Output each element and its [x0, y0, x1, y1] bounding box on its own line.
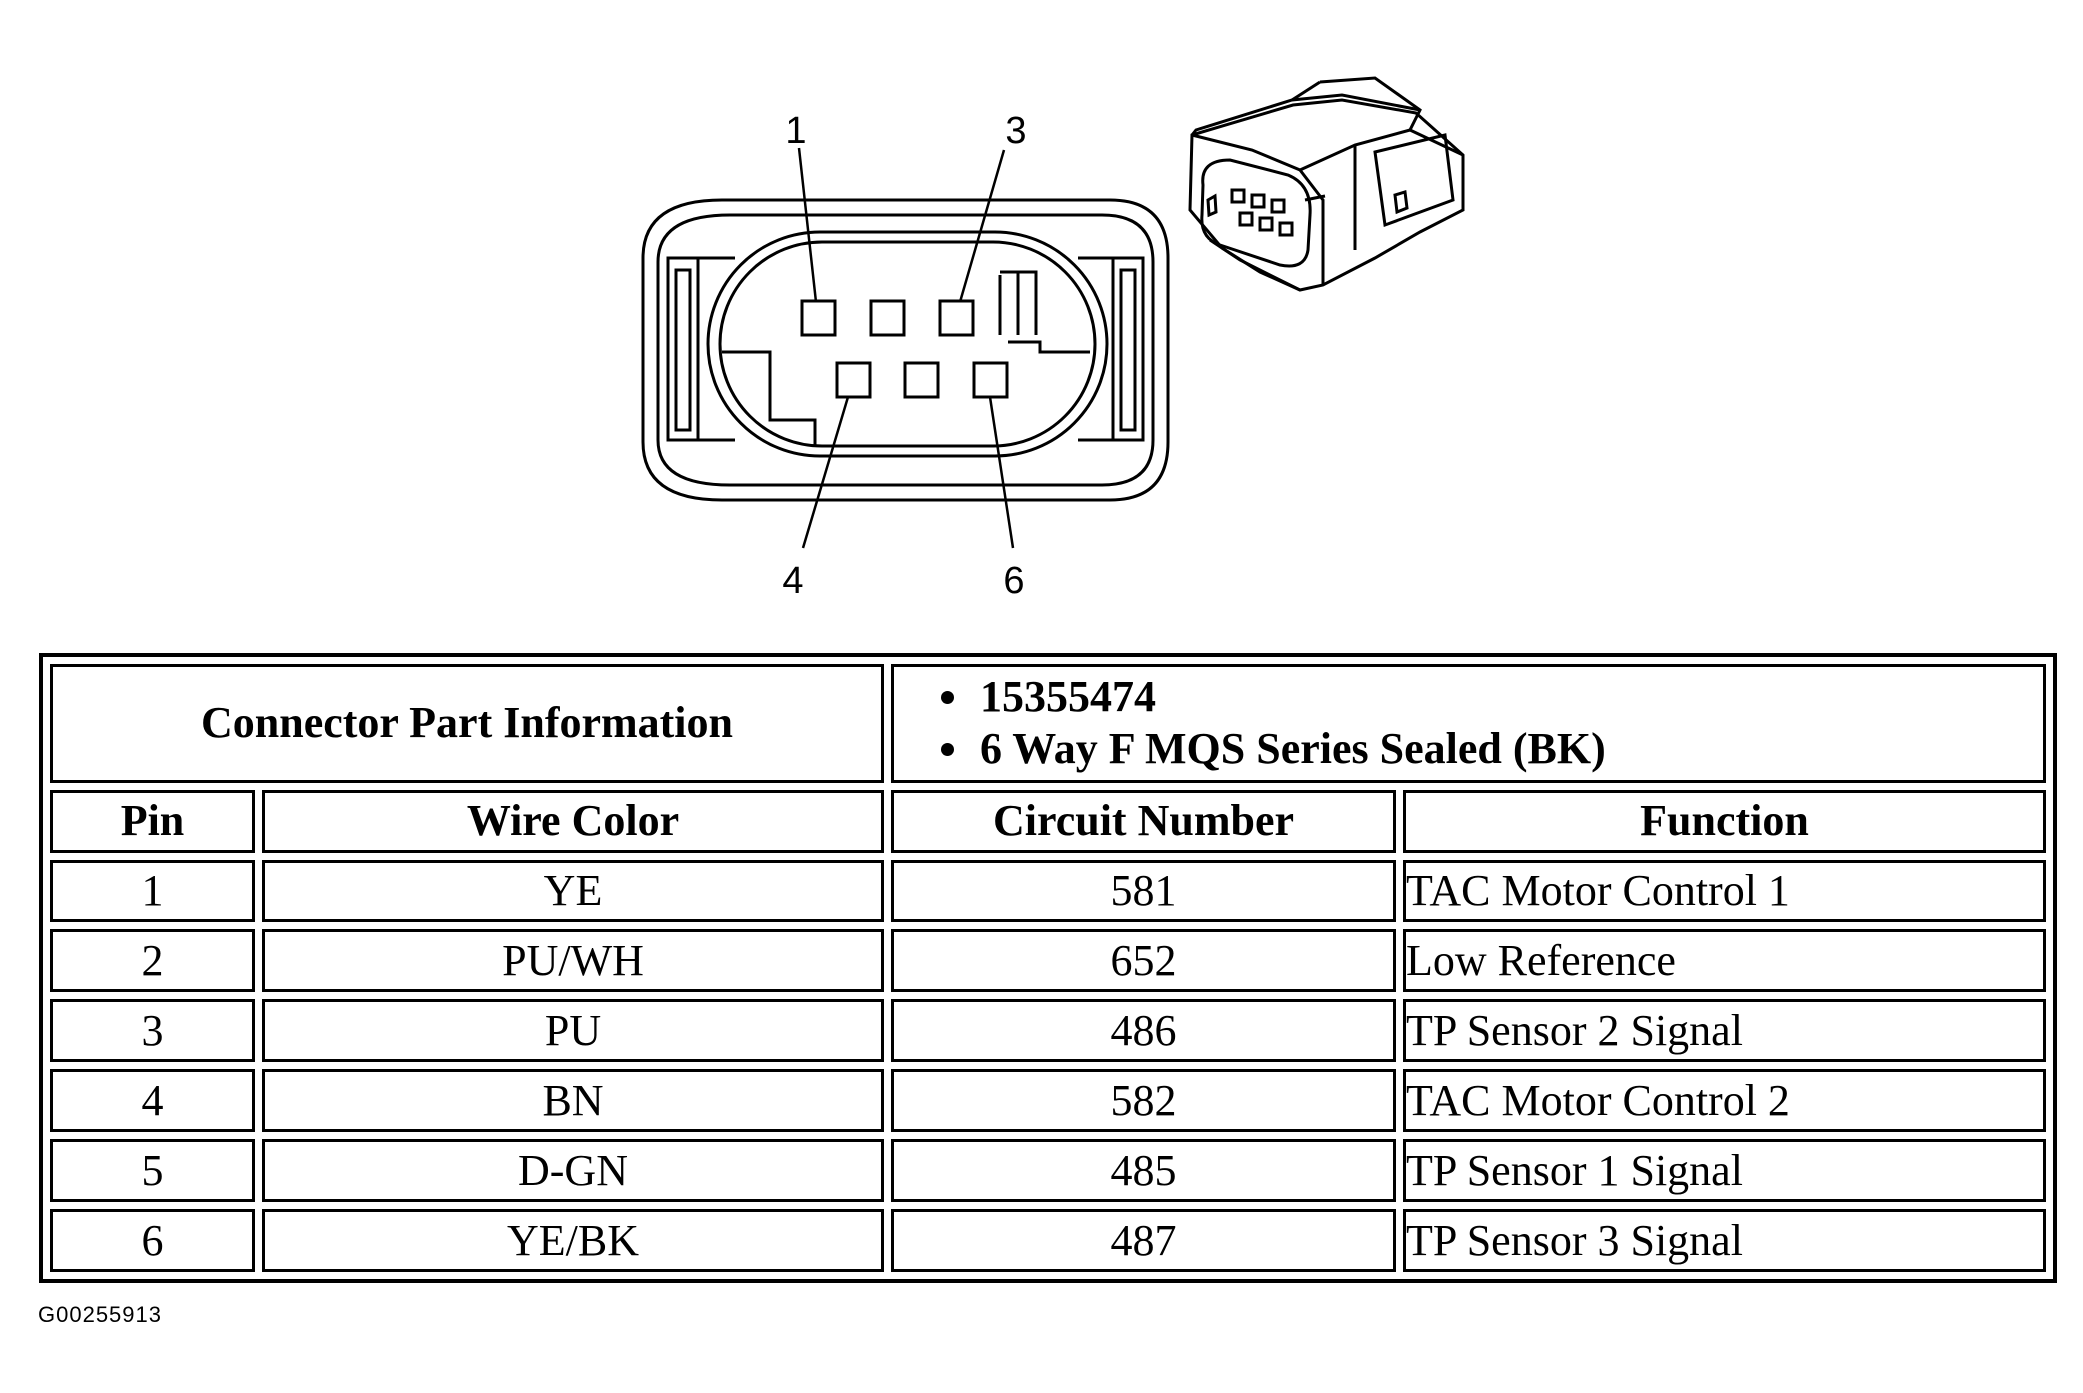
- function-cell: Low Reference: [1403, 929, 2047, 993]
- table-row: 6 YE/BK 487 TP Sensor 3 Signal: [50, 1209, 2047, 1272]
- connector-face-drawing: [641, 198, 1170, 502]
- pin-callout-4: 4: [782, 560, 803, 602]
- wire-color-cell: BN: [262, 1069, 884, 1133]
- function-cell: TP Sensor 1 Signal: [1403, 1139, 2047, 1203]
- pin-cell: 1: [50, 859, 255, 923]
- terminal-cavity-6: [972, 361, 1009, 399]
- terminal-cavity-2: [869, 299, 906, 337]
- circuit-number-cell: 581: [891, 859, 1396, 923]
- table-row: 2 PU/WH 652 Low Reference: [50, 929, 2047, 993]
- wire-color-cell: PU/WH: [262, 929, 884, 993]
- function-cell: TAC Motor Control 2: [1403, 1069, 2047, 1133]
- wire-color-cell: YE: [262, 859, 884, 923]
- pin-cell: 5: [50, 1139, 255, 1203]
- terminal-cavity-5: [903, 361, 940, 399]
- pin-cell: 6: [50, 1209, 255, 1272]
- connector-info-label: Connector Part Information: [50, 664, 884, 783]
- pin-leader-lines: [797, 147, 1015, 549]
- pin-callout-6: 6: [1003, 560, 1024, 602]
- column-header-circuit-number: Circuit Number: [891, 789, 1396, 853]
- column-header-row: Pin Wire Color Circuit Number Function: [50, 789, 2047, 853]
- terminal-cavities: [800, 299, 1009, 399]
- pin-callout-1: 1: [785, 110, 806, 152]
- table-row: 3 PU 486 TP Sensor 2 Signal: [50, 999, 2047, 1063]
- pin-callout-3: 3: [1005, 110, 1026, 152]
- connector-3d-view: [1188, 76, 1465, 292]
- function-cell: TP Sensor 3 Signal: [1403, 1209, 2047, 1272]
- connector-description: 6 Way F MQS Series Sealed (BK): [974, 723, 2043, 776]
- table-row: 1 YE 581 TAC Motor Control 1: [50, 859, 2047, 923]
- connector-info-details: 15355474 6 Way F MQS Series Sealed (BK): [891, 664, 2047, 783]
- terminal-cavity-1: [800, 299, 837, 337]
- wire-color-cell: D-GN: [262, 1139, 884, 1203]
- figure-id: G00255913: [38, 1302, 162, 1327]
- table-row: 5 D-GN 485 TP Sensor 1 Signal: [50, 1139, 2047, 1203]
- connector-diagram: 1 3 4 6: [641, 76, 1465, 602]
- terminal-cavity-4: [835, 361, 872, 399]
- pin-cell: 4: [50, 1069, 255, 1133]
- pin-cell: 3: [50, 999, 255, 1063]
- wire-color-cell: PU: [262, 999, 884, 1063]
- wire-color-cell: YE/BK: [262, 1209, 884, 1272]
- circuit-number-cell: 487: [891, 1209, 1396, 1272]
- connector-info-row: Connector Part Information 15355474 6 Wa…: [50, 664, 2047, 783]
- column-header-pin: Pin: [50, 789, 255, 853]
- circuit-number-cell: 485: [891, 1139, 1396, 1203]
- function-cell: TP Sensor 2 Signal: [1403, 999, 2047, 1063]
- circuit-number-cell: 486: [891, 999, 1396, 1063]
- connector-pinout-table: Connector Part Information 15355474 6 Wa…: [39, 653, 2058, 1283]
- column-header-wire-color: Wire Color: [262, 789, 884, 853]
- column-header-function: Function: [1403, 789, 2047, 853]
- connector-part-number: 15355474: [974, 671, 2043, 724]
- pin-cell: 2: [50, 929, 255, 993]
- circuit-number-cell: 652: [891, 929, 1396, 993]
- table-row: 4 BN 582 TAC Motor Control 2: [50, 1069, 2047, 1133]
- circuit-number-cell: 582: [891, 1069, 1396, 1133]
- terminal-cavity-3: [938, 299, 975, 337]
- function-cell: TAC Motor Control 1: [1403, 859, 2047, 923]
